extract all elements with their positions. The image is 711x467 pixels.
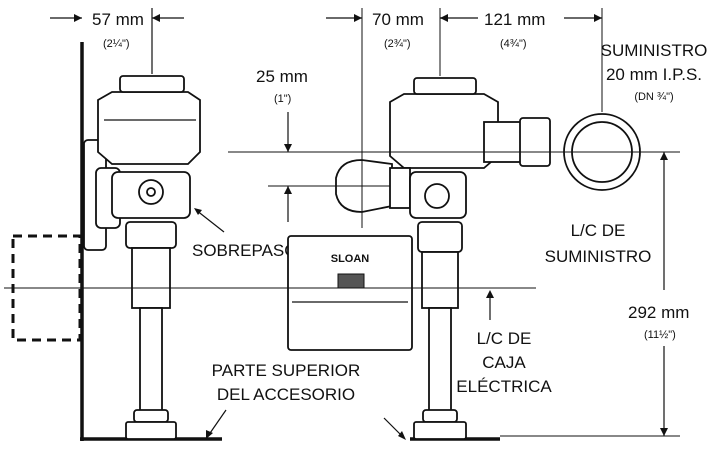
left-assembly: 57 mm (2¼") SOBREPASO (11, 8, 298, 441)
supply-label-line1: SUMINISTRO (601, 41, 708, 60)
dim-25mm-fraction: (1") (274, 93, 291, 105)
spud-flange (125, 421, 177, 440)
flushometer-cap (119, 75, 185, 93)
dim-57mm-label: 57 mm (92, 10, 144, 29)
right-assembly: 70 mm (2¾") 121 mm (4¾") 25 mm (1") 292 … (4, 8, 708, 441)
dim-70mm-label: 70 mm (372, 10, 424, 29)
fixture-top-label-line1: PARTE SUPERIOR (212, 361, 361, 380)
sensor-unit: SLOAN (287, 235, 413, 351)
supply-nut (519, 117, 551, 167)
arrowhead (194, 208, 202, 215)
arrowhead (74, 14, 82, 22)
box-cl-label-line2: CAJA (482, 353, 526, 372)
dim-57mm-fraction: (2¼") (103, 38, 130, 50)
dim-292mm-fraction: (11½") (644, 329, 676, 341)
arrowhead (284, 144, 292, 152)
spud-flange-right (413, 421, 467, 440)
supply-label-line2: 20 mm I.P.S. (606, 65, 702, 84)
arrowhead (398, 431, 406, 440)
handle-coupling (389, 167, 411, 209)
arrowhead (152, 14, 160, 22)
bypass-screw-center (146, 187, 156, 197)
box-cl-label-line1: L/C DE (477, 329, 532, 348)
spud-nut-right (422, 409, 458, 423)
upper-tube-right (421, 251, 459, 309)
dim-25mm-label: 25 mm (256, 67, 308, 86)
supply-cl-label-line2: SUMINISTRO (545, 247, 652, 266)
vacuum-breaker-right (417, 221, 463, 253)
arrowhead (660, 152, 668, 160)
sensor-housing (287, 235, 413, 351)
outlet-port (424, 183, 450, 209)
supply-label-line3: (DN ¾") (634, 91, 673, 103)
vacuum-breaker (125, 221, 177, 249)
bypass-label: SOBREPASO (192, 241, 298, 260)
box-cl-label-line3: ELÉCTRICA (456, 377, 552, 396)
arrowhead (660, 428, 668, 436)
sloan-logo-text: SLOAN (331, 253, 370, 265)
arrowhead (284, 186, 292, 194)
fixture-left-leader (207, 409, 227, 437)
upper-tube (131, 247, 171, 309)
supply-cl-label-line1: L/C DE (571, 221, 626, 240)
dim-121mm-fraction: (4¾") (500, 38, 527, 50)
supply-arm (483, 121, 523, 163)
flush-tube-right (428, 307, 452, 413)
arrowhead (440, 14, 448, 22)
arrowhead (354, 14, 362, 22)
spud-nut (133, 409, 169, 423)
dim-70mm-fraction: (2¾") (384, 38, 411, 50)
flush-tube (139, 307, 163, 413)
bypass-leader (195, 209, 225, 233)
dim-121mm-label: 121 mm (484, 10, 545, 29)
dim-292mm-label: 292 mm (628, 303, 689, 322)
fixture-top-label-line2: DEL ACCESORIO (217, 385, 355, 404)
flushometer-body-right (389, 93, 499, 169)
arrowhead (594, 14, 602, 22)
arrowhead (206, 430, 213, 439)
flushometer-cap-right (413, 77, 477, 95)
arrowhead (486, 290, 494, 298)
sensor-window (337, 273, 365, 289)
flushometer-body (97, 91, 201, 165)
